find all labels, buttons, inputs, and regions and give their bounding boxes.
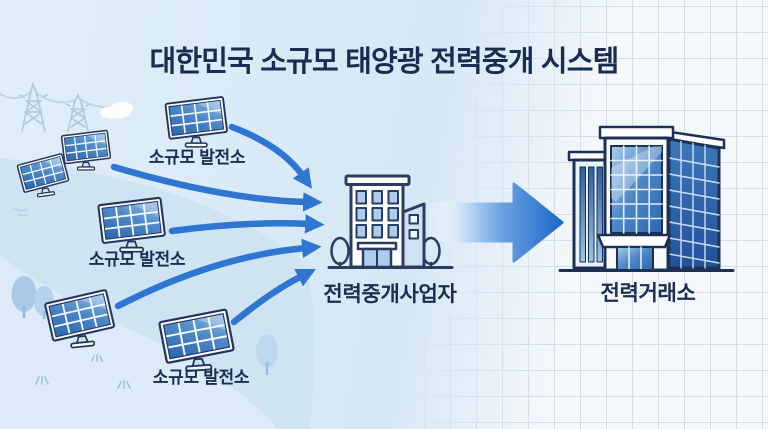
broker-building-icon xyxy=(327,174,454,269)
label-broker: 전력중개사업자 xyxy=(323,283,457,306)
cloud-icon xyxy=(100,101,133,119)
label-exchange: 전력거래소 xyxy=(600,282,696,305)
flow-arrow-icon-4 xyxy=(114,238,322,310)
label-small-plant-1: 소규모 발전소 xyxy=(148,148,246,167)
flow-arrow-icon-3 xyxy=(168,214,325,235)
hill-front xyxy=(0,256,278,429)
flow-arrow-icon-5 xyxy=(230,269,316,326)
transmission-tower-icon xyxy=(0,81,123,132)
solar-panel-icon-2 xyxy=(60,129,112,171)
flow-arrow-icon-1 xyxy=(228,123,312,189)
diagram-title: 대한민국 소규모 태양광 전력중개 시스템 xyxy=(149,46,620,78)
big-flow-arrow-icon xyxy=(424,182,564,263)
tree-icon xyxy=(11,276,278,375)
grass-tufts xyxy=(13,207,131,389)
solar-panel-icon-1 xyxy=(164,95,229,148)
flow-arrow-icon-2 xyxy=(110,163,323,212)
label-small-plant-2: 소규모 발전소 xyxy=(88,250,186,269)
exchange-building-icon xyxy=(558,125,735,272)
label-small-plant-3: 소규모 발전소 xyxy=(152,368,250,387)
